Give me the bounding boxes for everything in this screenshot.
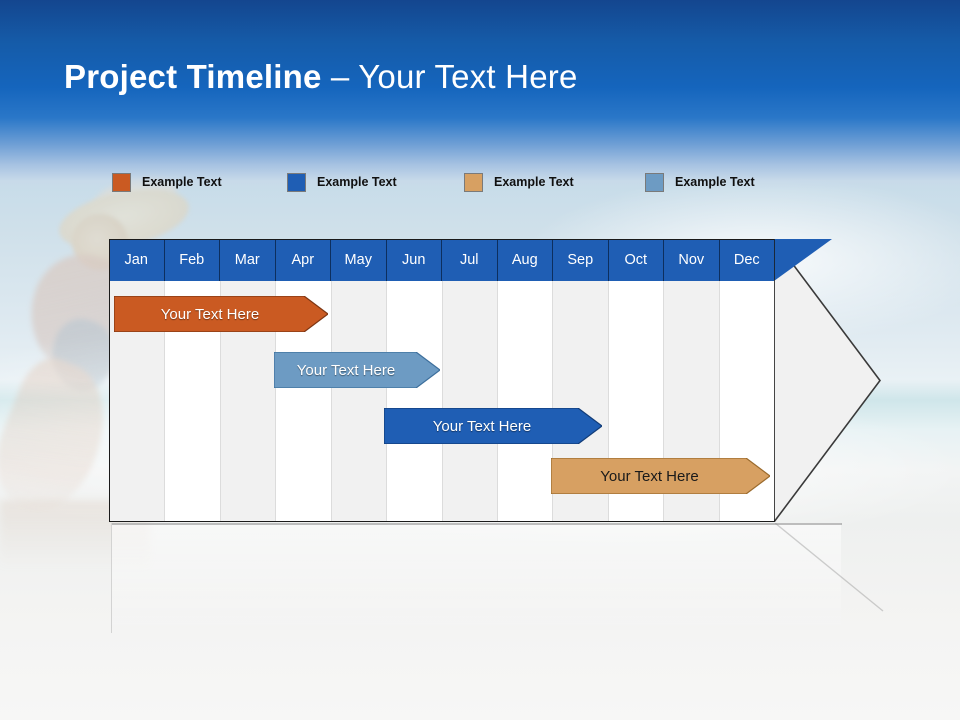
- page-title-separator: –: [321, 58, 359, 95]
- legend-item-1[interactable]: Example Text: [112, 170, 222, 194]
- timeline-month-label: Nov: [678, 252, 705, 268]
- timeline-column-jun[interactable]: [387, 281, 443, 521]
- timeline-month-jul[interactable]: Jul: [442, 239, 498, 281]
- timeline-bar-arrow-icon: [274, 352, 440, 388]
- reflection-arrow-icon: [775, 523, 884, 612]
- title-banner: [0, 0, 960, 190]
- legend-item-2[interactable]: Example Text: [287, 170, 397, 194]
- timeline-bar-label: Your Text Here: [296, 361, 396, 379]
- timeline-month-label: Apr: [291, 252, 315, 268]
- timeline-header-row: Jan Feb Mar Apr May Jun Jul Aug Sep Oct Nov Dec: [109, 239, 774, 281]
- timeline-column-aug[interactable]: [497, 281, 554, 521]
- page-title-light: Your Text Here: [358, 58, 578, 95]
- timeline-month-label: Oct: [624, 252, 648, 268]
- legend-swatch-icon-2: [287, 172, 306, 192]
- timeline-month-label: Jun: [402, 252, 426, 268]
- timeline-month-label: Jan: [124, 252, 148, 268]
- timeline-bar-2[interactable]: Your Text Here: [274, 352, 440, 388]
- timeline-bar-arrow-icon: [384, 408, 602, 444]
- legend-item-3[interactable]: Example Text: [464, 170, 574, 194]
- timeline-month-feb[interactable]: Feb: [164, 239, 220, 281]
- timeline-month-label: Jul: [459, 252, 479, 268]
- legend: Example Text Example Text Example Text E…: [112, 170, 812, 194]
- timeline-month-label: Feb: [179, 252, 205, 268]
- legend-label-2: Example Text: [317, 175, 397, 189]
- timeline-month-dec[interactable]: Dec: [719, 239, 774, 281]
- timeline-month-aug[interactable]: Aug: [497, 239, 553, 281]
- legend-item-4[interactable]: Example Text: [645, 170, 755, 194]
- timeline-bar-1[interactable]: Your Text Here: [114, 296, 328, 332]
- timeline-bar-label: Your Text Here: [160, 305, 260, 323]
- timeline-month-sep[interactable]: Sep: [553, 239, 609, 281]
- timeline-month-label: May: [344, 252, 372, 268]
- page-title: Project Timeline – Your Text Here: [64, 58, 578, 96]
- legend-label-3: Example Text: [494, 175, 574, 189]
- table-reflection: [111, 523, 884, 633]
- timeline-month-label: Aug: [511, 252, 538, 268]
- legend-label-4: Example Text: [675, 175, 755, 189]
- timeline-bar-3[interactable]: Your Text Here: [384, 408, 602, 444]
- timeline-bar-label: Your Text Here: [600, 467, 699, 485]
- timeline-month-label: Mar: [234, 252, 260, 268]
- timeline-month-nov[interactable]: Nov: [664, 239, 720, 281]
- timeline-month-apr[interactable]: Apr: [275, 239, 331, 281]
- reflection-edge: [112, 523, 842, 525]
- timeline-column-jul[interactable]: [442, 281, 498, 521]
- timeline-month-mar[interactable]: Mar: [220, 239, 276, 281]
- arrow-header-wedge: [774, 239, 832, 281]
- legend-swatch-icon-3: [464, 172, 483, 192]
- legend-swatch-icon-4: [645, 172, 664, 192]
- legend-swatch-icon-1: [112, 172, 131, 192]
- timeline-month-oct[interactable]: Oct: [608, 239, 664, 281]
- timeline-month-label: Sep: [567, 252, 594, 268]
- timeline-month-may[interactable]: May: [331, 239, 387, 281]
- timeline-bar-label: Your Text Here: [432, 417, 532, 435]
- timeline-bar-4[interactable]: Your Text Here: [551, 458, 770, 494]
- timeline-bar-arrow-icon: [551, 458, 770, 494]
- timeline-bar-arrow-icon: [114, 296, 328, 332]
- timeline-month-jan[interactable]: Jan: [109, 239, 165, 281]
- page-title-strong: Project Timeline: [64, 58, 322, 95]
- timeline-month-label: Dec: [733, 252, 760, 268]
- timeline-column-may[interactable]: [331, 281, 388, 521]
- timeline-month-jun[interactable]: Jun: [386, 239, 442, 281]
- legend-label-1: Example Text: [142, 175, 222, 189]
